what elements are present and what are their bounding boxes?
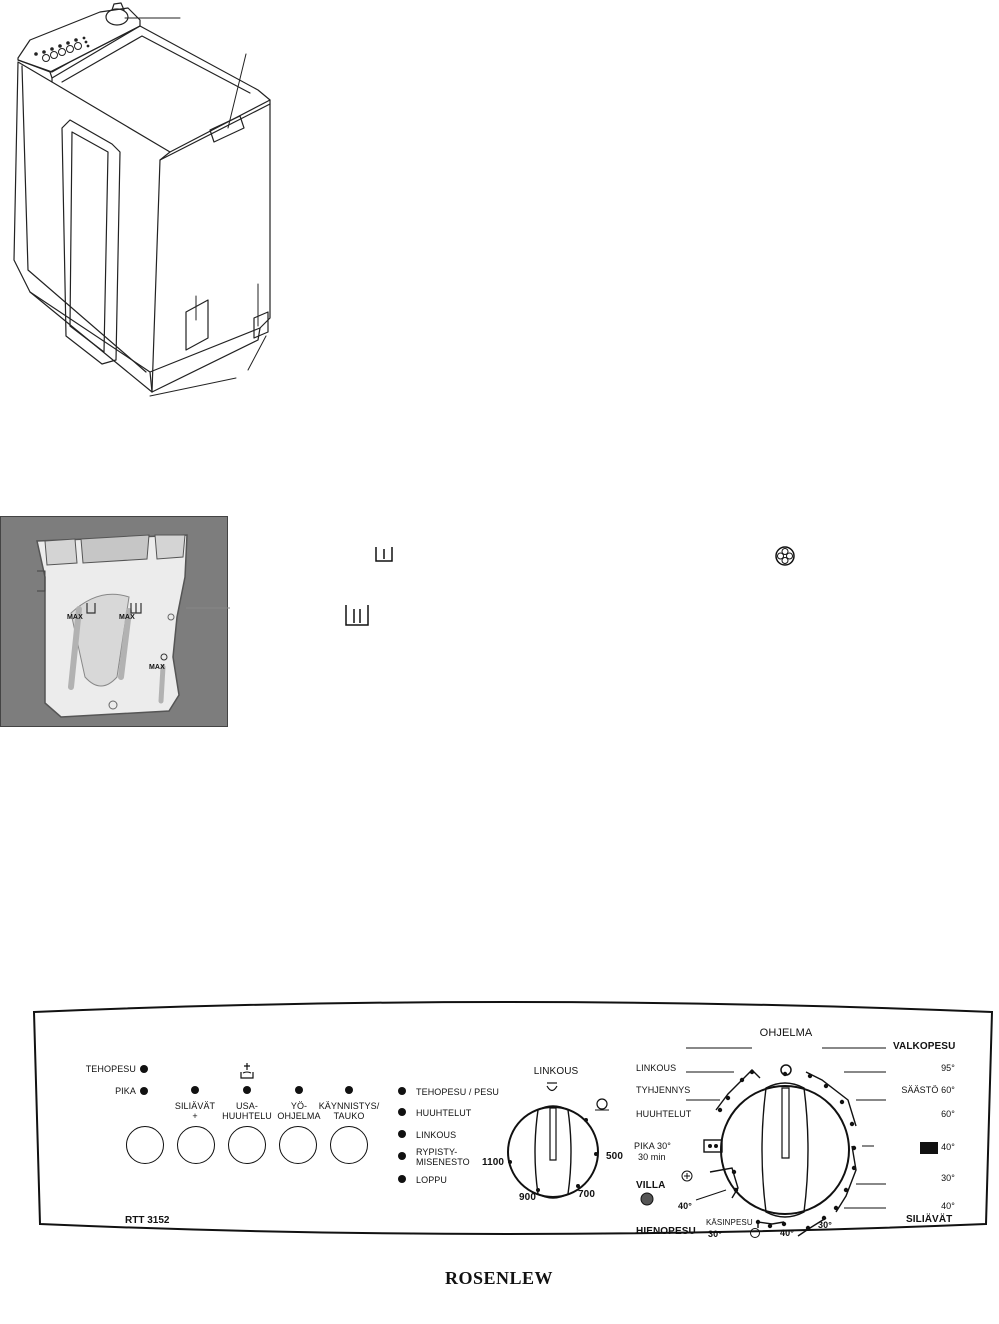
spin-speed-900: 900 — [519, 1192, 536, 1203]
tehopesu-pika-button[interactable] — [126, 1126, 164, 1164]
usahuuhtelu-button[interactable] — [228, 1126, 266, 1164]
program-label-40-mix: 40° — [941, 1142, 955, 1152]
max-label-prewash: MAX — [67, 614, 83, 621]
brand-logo: ROSENLEW — [444, 1268, 554, 1288]
max-label-softener: MAX — [149, 664, 165, 671]
program-segment-brackets — [686, 1047, 886, 1237]
program-label-linkous: LINKOUS — [636, 1063, 677, 1073]
kaynnistys-tauko-button[interactable] — [330, 1126, 368, 1164]
model-number: RTT 3152 — [125, 1215, 170, 1226]
button-led-4 — [345, 1086, 353, 1094]
dispenser-photo: MAX MAX MAX — [0, 516, 228, 727]
program-label-30min: 30 min — [638, 1152, 666, 1162]
yoohjelma-button[interactable] — [279, 1126, 317, 1164]
spin-dial-title: LINKOUS — [533, 1066, 579, 1077]
program-label-95: 95° — [941, 1063, 955, 1073]
status-label-tehopesu-pesu: TEHOPESU / PESU — [416, 1087, 500, 1097]
washing-machine-illustration — [13, 2, 271, 397]
rinse-hold-icon — [546, 1082, 558, 1092]
spin-speed-1100: 1100 — [482, 1157, 505, 1168]
program-label-tyhjennys: TYHJENNYS — [636, 1085, 691, 1095]
spin-speed-dots — [508, 1118, 598, 1192]
max-label-main: MAX — [119, 614, 135, 621]
option-label-tehopesu: TEHOPESU — [85, 1064, 136, 1074]
program-header-valkopesu: VALKOPESU — [893, 1041, 956, 1052]
spin-speed-500: 500 — [606, 1151, 623, 1162]
program-label-60: 60° — [941, 1109, 955, 1119]
status-label-rypistymisenesto: RYPISTY- MISENESTO — [416, 1147, 470, 1167]
program-header-hienopesu: HIENOPESU — [636, 1226, 696, 1237]
program-dial-title: OHJELMA — [759, 1027, 813, 1039]
main-wash-compartment-icon — [345, 605, 369, 626]
status-label-huuhtelut: HUUHTELUT — [416, 1108, 472, 1118]
wool-icon — [640, 1192, 654, 1206]
program-label-kasinpesu: KÄSINPESU — [706, 1218, 753, 1227]
option-led-tehopesu — [140, 1065, 148, 1073]
program-label-40-siliavat: 40° — [941, 1201, 955, 1211]
program-label-huuhtelut: HUUHTELUT — [636, 1109, 692, 1119]
program-label-40-villa: 40° — [678, 1201, 692, 1211]
program-label-saasto60: SÄÄSTÖ 60° — [901, 1085, 955, 1095]
dispenser-leader-line — [186, 607, 230, 609]
button-led-3 — [295, 1086, 303, 1094]
option-label-pika: PIKA — [115, 1086, 136, 1096]
button-label-siliavat: SILIÄVÄT + — [174, 1101, 216, 1121]
program-footer-siliavat: SILIÄVÄT — [906, 1214, 953, 1225]
program-label-pika30: PIKA 30° — [634, 1141, 671, 1151]
status-led-4 — [398, 1152, 406, 1160]
spin-dial-knob[interactable] — [496, 1094, 616, 1214]
status-led-5 — [398, 1175, 406, 1183]
status-led-2 — [398, 1108, 406, 1116]
program-label-40-hieno: 40° — [780, 1228, 794, 1238]
program-label-30-hieno: 30° — [818, 1220, 832, 1230]
program-label-30: 30° — [941, 1173, 955, 1183]
button-label-kaynnistys: KÄYNNISTYS/ TAUKO — [318, 1101, 380, 1121]
program-label-30-kasinpesu: 30° — [708, 1229, 722, 1239]
easy-iron-icon — [681, 1170, 693, 1182]
button-led-1 — [191, 1086, 199, 1094]
status-label-linkous: LINKOUS — [416, 1130, 457, 1140]
softener-flower-icon — [775, 546, 795, 566]
prewash-compartment-icon — [375, 547, 393, 562]
status-led-1 — [398, 1087, 406, 1095]
status-led-3 — [398, 1130, 406, 1138]
extra-rinse-icon — [240, 1063, 254, 1079]
option-led-pika — [140, 1087, 148, 1095]
siliavat-button[interactable] — [177, 1126, 215, 1164]
program-dial-knob[interactable] — [696, 1058, 876, 1238]
button-label-yoohjelma: YÖ- OHJELMA — [277, 1101, 321, 1121]
mixed-fabrics-icon — [920, 1142, 938, 1154]
button-label-usahuuhtelu: USA- HUUHTELU — [222, 1101, 272, 1121]
status-label-loppu: LOPPU — [416, 1175, 448, 1185]
program-label-villa: VILLA — [636, 1180, 666, 1191]
no-spin-snail-icon — [595, 1098, 609, 1111]
spin-speed-700: 700 — [578, 1189, 595, 1200]
hand-wash-icon — [750, 1228, 760, 1238]
button-led-2 — [243, 1086, 251, 1094]
